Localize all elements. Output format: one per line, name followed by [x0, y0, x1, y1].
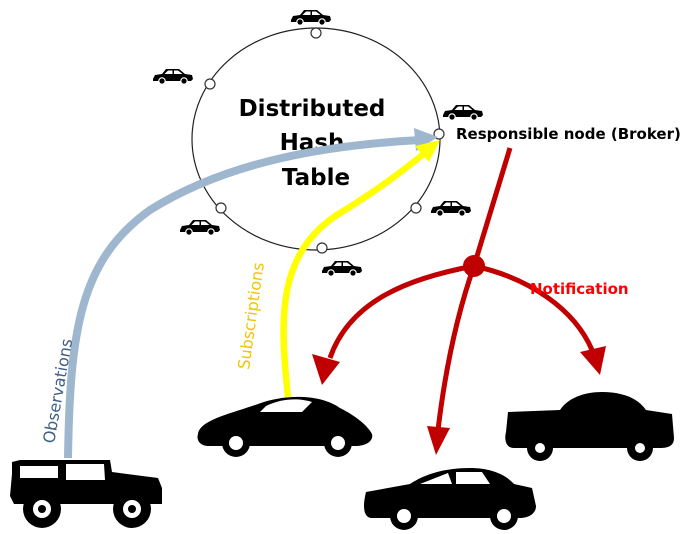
jeep-icon: [10, 460, 162, 528]
notification-arrowhead-right: [580, 346, 606, 375]
sports-car-icon: [197, 396, 373, 457]
subscriptions-label: Subscriptions: [234, 261, 268, 370]
ring-node: [204, 78, 216, 90]
small-car-icon: [442, 104, 484, 121]
notification-branch-right: [473, 263, 595, 351]
observations-arrow: [64, 136, 421, 459]
small-car-icon: [430, 200, 472, 217]
coupe-icon: [505, 392, 674, 461]
sedan-icon: [364, 468, 536, 530]
dht-title: Distributed Hash Table: [239, 96, 394, 191]
ring-node: [410, 202, 422, 214]
small-car-icon: [321, 260, 363, 277]
ring-node: [215, 202, 227, 214]
notification-arrows: [327, 147, 595, 431]
notification-label: Notification: [530, 280, 629, 298]
notification-branch-down: [435, 265, 477, 431]
broker-label: Responsible node (Broker): [456, 125, 681, 143]
ring-node: [310, 27, 322, 39]
subscriptions-arrowhead: [415, 140, 440, 162]
notification-arrowhead-down: [427, 426, 450, 455]
ring-node: [316, 242, 328, 254]
dht-title-line: Table: [282, 165, 350, 191]
small-car-icon: [179, 219, 221, 236]
notification-stem: [471, 147, 513, 267]
small-car-icon: [290, 9, 332, 26]
notification-arrowhead-left: [312, 354, 340, 385]
dht-title-line: Distributed: [239, 96, 386, 122]
subscriptions-arrow: [280, 149, 429, 398]
small-car-icon: [152, 68, 194, 85]
notification-hub: [463, 255, 485, 277]
notification-branch-left: [327, 263, 475, 359]
ring-nodes: [204, 27, 445, 254]
